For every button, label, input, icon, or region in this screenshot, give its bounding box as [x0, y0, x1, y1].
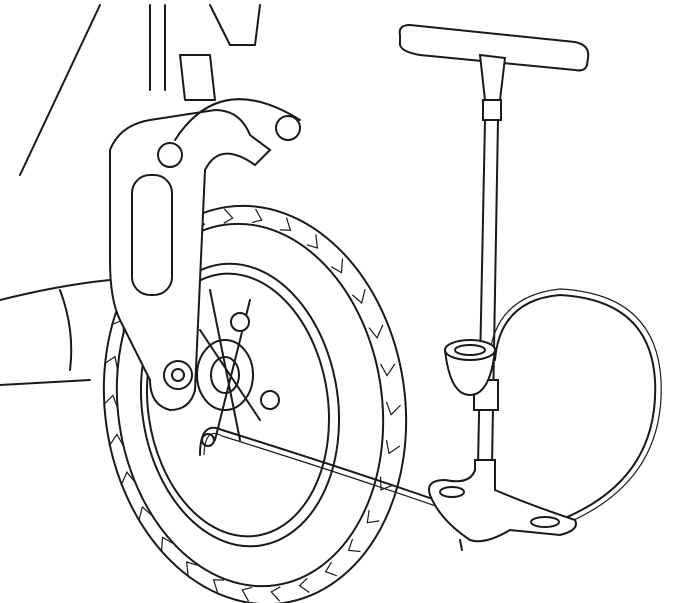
tread-mark [212, 579, 225, 593]
tread-mark [138, 505, 153, 522]
tread-mark [351, 288, 366, 305]
tread-mark [306, 234, 319, 249]
pressure-gauge [443, 349, 497, 397]
tread-mark [379, 363, 396, 377]
tread-mark [108, 433, 125, 447]
scooter-frame [0, 4, 261, 386]
tread-mark [279, 217, 292, 231]
tread-mark [120, 470, 136, 486]
wheel-hub [196, 289, 261, 441]
tread-mark [347, 538, 361, 553]
tread-mark [102, 394, 119, 409]
tread-mark [366, 509, 380, 524]
pump-handle [398, 23, 590, 72]
tread-mark [368, 324, 384, 340]
tread-mark [241, 586, 253, 602]
tread-mark [103, 355, 119, 371]
tread-mark [298, 577, 310, 594]
tread-mark [270, 586, 281, 602]
tread-mark [185, 561, 198, 576]
pump-foot-base [428, 459, 577, 543]
tread-mark [385, 401, 402, 416]
tread-mark [251, 208, 263, 224]
tread-mark [160, 536, 173, 552]
floor-pump [398, 23, 590, 551]
tread-mark [324, 561, 337, 577]
tread-mark [223, 208, 234, 224]
tread-mark [331, 258, 344, 274]
tread-mark [385, 439, 401, 455]
